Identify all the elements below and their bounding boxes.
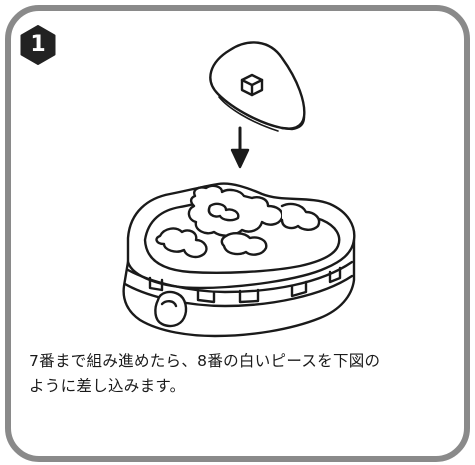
instruction-line-1: 7番まで組み進めたら、8番の白いピースを下図の: [29, 352, 381, 370]
white-piece-illustration: [209, 41, 306, 132]
instruction-line-2: ように差し込みます。: [29, 377, 186, 395]
instruction-text: 7番まで組み進めたら、8番の白いピースを下図の ように差し込みます。: [29, 349, 449, 399]
step-number: 1: [30, 32, 46, 57]
insert-arrow: [230, 126, 250, 169]
assembled-puzzle-illustration: [122, 182, 356, 338]
step-number-badge: 1: [18, 25, 58, 65]
